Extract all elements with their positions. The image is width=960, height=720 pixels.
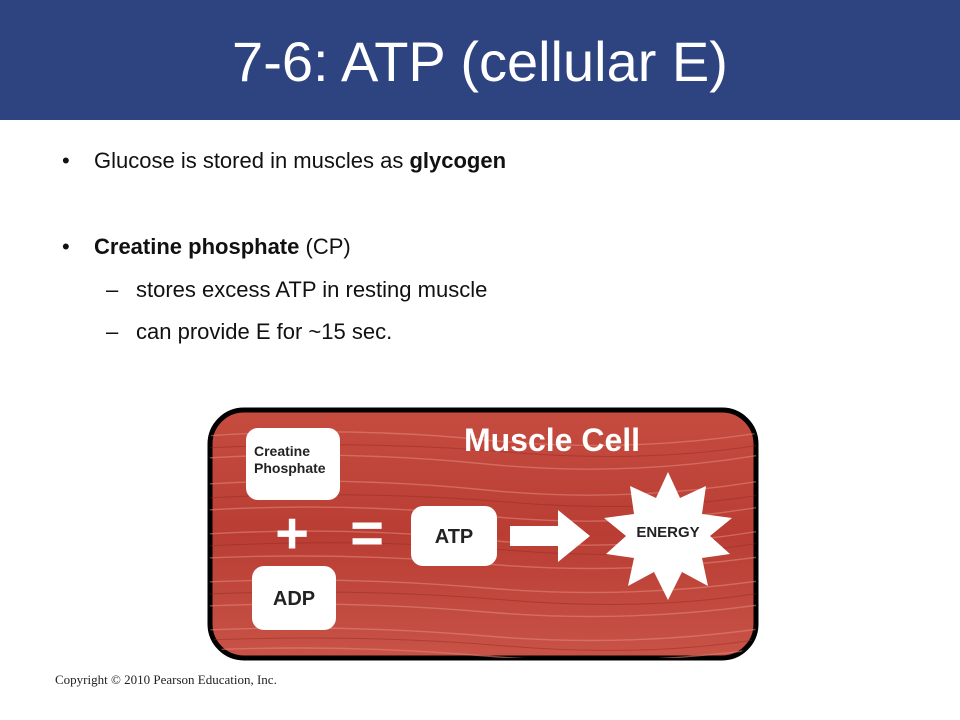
bullet-dot: •	[62, 148, 70, 173]
sub-bullet-provide-energy: –can provide E for ~15 sec.	[106, 317, 392, 347]
bullet-dot: •	[62, 234, 70, 259]
equals-sign: =	[350, 501, 384, 566]
sub-bullet-dash: –	[106, 319, 119, 344]
sub-bullet-stores-atp: –stores excess ATP in resting muscle	[106, 275, 487, 305]
creatine-phosphate-label-2: Phosphate	[254, 460, 326, 476]
muscle-cell-figure: Muscle Cell Creatine Phosphate + = ADP A…	[207, 407, 759, 661]
figure-title: Muscle Cell	[464, 422, 640, 458]
energy-burst-icon	[604, 472, 732, 600]
slide-title: 7-6: ATP (cellular E)	[232, 30, 728, 93]
adp-box	[252, 566, 336, 630]
bullet-glycogen: •Glucose is stored in muscles as glycoge…	[62, 146, 506, 176]
copyright-footer: Copyright © 2010 Pearson Education, Inc.	[55, 672, 277, 687]
adp-label: ADP	[273, 588, 315, 610]
energy-label: ENERGY	[636, 524, 699, 541]
sub-bullet-dash: –	[106, 277, 119, 302]
arrow-icon	[510, 510, 590, 562]
creatine-phosphate-label-1: Creatine	[254, 443, 310, 459]
title-bar: 7-6: ATP (cellular E)	[0, 0, 960, 120]
atp-box	[411, 506, 497, 566]
atp-label: ATP	[435, 526, 474, 548]
creatine-phosphate-box	[246, 428, 340, 500]
plus-sign: +	[275, 501, 309, 566]
bullet-creatine-phosphate: •Creatine phosphate (CP)	[62, 232, 351, 262]
